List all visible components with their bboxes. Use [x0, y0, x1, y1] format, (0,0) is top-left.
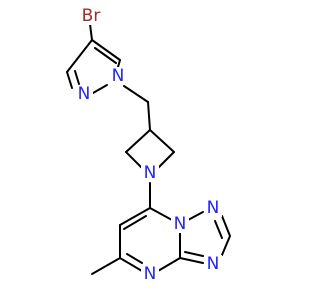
- bond-azetidine-c4-n: [157, 151, 175, 169]
- bond-n4-c3a: [157, 257, 181, 272]
- bond-c5-n4-inner: [126, 253, 143, 264]
- atom-n-triazolo-top: N: [207, 198, 220, 218]
- bond-c2-n3-triazole: [221, 235, 231, 256]
- molecule-structure-diagram: Br N N N N N N N: [66, 6, 231, 284]
- atom-n-azetidine: N: [144, 163, 157, 183]
- atom-n-pyrazole-2: N: [78, 84, 91, 104]
- bond-azetidine-c2-n: [125, 151, 143, 169]
- bond-n3-c3a-double: [179, 257, 204, 264]
- bond-n8-c7: [149, 207, 173, 221]
- bond-c5-n1-pyrazole: [117, 59, 121, 68]
- bond-c5-methyl: [91, 257, 121, 275]
- bond-c4-c5-pyrazole-double: [91, 39, 121, 61]
- bond-c7-c6-inner: [123, 215, 147, 230]
- bond-azetidine-c3-c2: [125, 129, 151, 153]
- bond-n2-c3-pyrazole-double: [66, 71, 73, 89]
- atom-br: Br: [82, 6, 101, 26]
- bond-n1-c2-triazole-inner: [214, 220, 223, 239]
- bond-c4-br: [89, 23, 93, 41]
- bond-n1-n2-pyrazole: [92, 84, 108, 94]
- atom-n-pyrazole-1: N: [112, 66, 125, 86]
- atom-n-triazolo-bridge: N: [174, 214, 187, 234]
- bond-c3-c4-pyrazole: [66, 39, 93, 73]
- bonds: [66, 23, 231, 275]
- bond-n1-ch2: [123, 85, 149, 103]
- bond-ch2-azetidine-c3: [147, 101, 151, 131]
- bond-n2-c3-pyrazole-inner: [74, 70, 80, 85]
- bond-n8-n1-triazole: [187, 211, 204, 221]
- atom-n-triazolo-right: N: [207, 254, 220, 274]
- bond-c5-n4-double: [119, 257, 143, 272]
- bond-n3-c3a-inner: [184, 251, 204, 257]
- atom-n-pyrimidine: N: [144, 264, 157, 284]
- bond-c7-c6-double: [119, 207, 151, 226]
- bond-n1-c2-triazole-double: [221, 215, 231, 237]
- atom-labels: Br N N N N N N N: [75, 6, 222, 284]
- bond-azetidine-c3-c4: [149, 129, 175, 153]
- bond-c4-c5-pyrazole-inner: [94, 47, 117, 64]
